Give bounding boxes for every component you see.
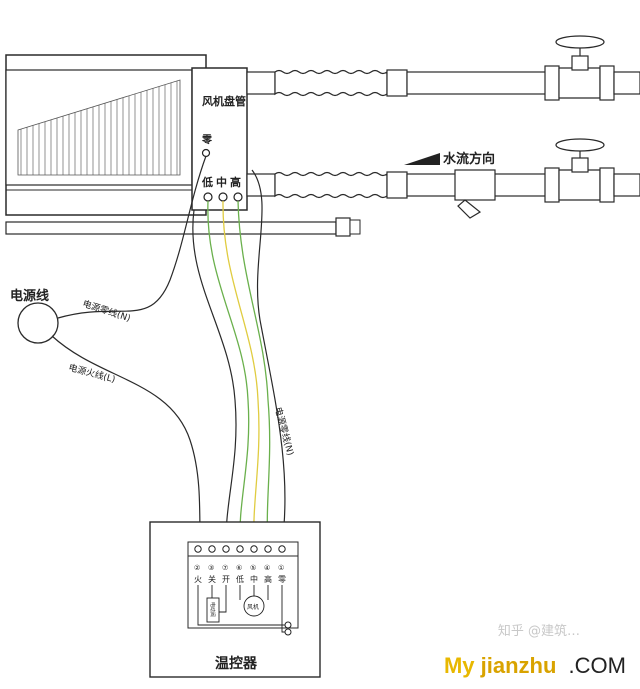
fan-coil-label: 风机盘管: [202, 94, 246, 108]
terminal-number: ④: [264, 564, 270, 572]
power-neutral-label-2: 电源零线(N): [272, 406, 296, 457]
fan-coil-unit: [5, 54, 361, 237]
terminal-name: 低: [236, 574, 244, 584]
watermark-com: .COM: [568, 653, 626, 678]
terminal-name: 中: [250, 574, 258, 584]
watermark: My jianzhu .COM: [444, 653, 626, 679]
terminal-number: ⑥: [236, 564, 242, 572]
terminal-number: ③: [208, 564, 214, 572]
watermark-jianzhu: jianzhu: [480, 653, 557, 678]
low-speed-wire: [207, 200, 250, 546]
flow-direction-label: 水流方向: [443, 151, 495, 167]
flow-arrow: [404, 153, 440, 165]
low-terminal-label: 低: [201, 175, 213, 189]
terminal-name: 开: [222, 575, 230, 584]
power-live-label: 电源火线(L): [67, 361, 117, 385]
power-neutral-wire: [57, 155, 207, 319]
bundle-outline-left: [192, 209, 237, 546]
terminal-strip: [194, 545, 286, 553]
thermostat-label: 温控器: [215, 655, 258, 672]
terminal-name: 零: [278, 575, 286, 584]
terminal-names: 火 关 开 低 中 高 零: [194, 574, 286, 584]
high-speed-wire: [237, 200, 271, 546]
neutral-terminal-label: 零: [201, 133, 213, 146]
high-terminal-label: 高: [230, 175, 241, 189]
watermark-faint: 知乎 @建筑…: [497, 624, 580, 639]
supply-pipe: [246, 35, 640, 101]
terminal-number: ⑤: [250, 564, 256, 572]
terminal-number: ⑦: [222, 564, 228, 572]
watermark-my: My: [443, 653, 475, 678]
power-source: [17, 302, 59, 344]
fan-label: 风机: [247, 603, 259, 611]
power-line-label: 电源线: [10, 288, 49, 304]
terminal-number: ②: [194, 564, 200, 572]
terminal-name: 高: [264, 574, 272, 584]
valve-label: 电动阀: [209, 602, 216, 617]
valve-block: [206, 597, 220, 623]
terminal-name: 火: [194, 575, 202, 584]
neutral-terminal: [201, 148, 211, 158]
mid-terminal: [218, 192, 228, 202]
mid-speed-wire: [222, 200, 260, 546]
thermostat: [149, 521, 321, 678]
terminal-numbers: ② ③ ⑦ ⑥ ⑤ ④ ①: [194, 564, 284, 572]
terminal-name: 关: [208, 574, 216, 584]
return-pipe: [246, 138, 640, 219]
power-live-wire: [51, 335, 201, 546]
high-terminal: [233, 192, 243, 202]
bundle-outline-right: [251, 169, 286, 546]
fan-motor-symbol: [243, 595, 265, 617]
terminal-number: ①: [278, 564, 284, 572]
low-terminal: [203, 192, 213, 202]
mid-terminal-label: 中: [216, 175, 227, 189]
